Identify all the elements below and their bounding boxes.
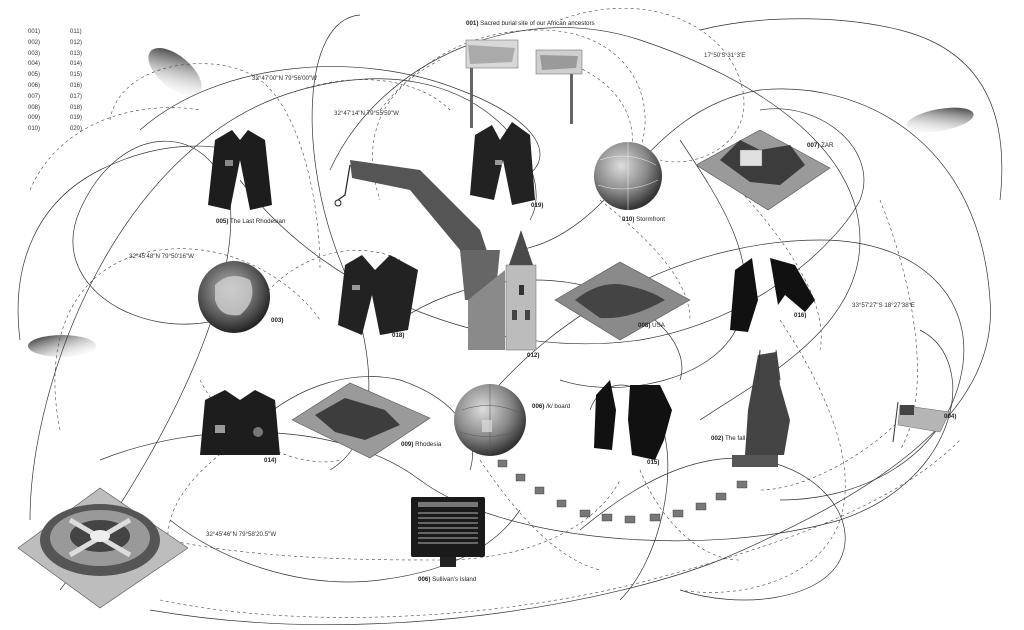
zar-terrain-image [695,129,831,211]
label-text: /k/ board [546,403,571,410]
index-entry: 001) [28,29,41,35]
usa-landscape-image [554,261,691,341]
label-004: 004) [944,413,956,420]
index-entry: 003) [28,50,41,57]
label-number: 004) [944,413,957,420]
label-number: 010) [622,216,635,223]
label-number: 007) [807,142,820,149]
globe-image-003 [198,261,270,333]
index-entry: 020) [70,126,83,133]
label-number: 002) [711,435,724,442]
index-entry: 007) [28,93,41,100]
label-number: 003) [271,317,284,324]
label-015: 015) [647,459,659,466]
index-entry: 009) [28,115,41,122]
label-number: 001) [466,20,479,27]
label-014: 014) [264,457,276,464]
index-entry: 015) [70,72,83,79]
index-entry: 019) [70,115,83,122]
label-number: 016) [794,312,807,319]
burial-site-signs-image [465,39,583,128]
k-board-globe-image [454,384,526,456]
index-entry: 016) [70,82,83,89]
gradient-lens-right [906,107,974,133]
label-number: 019) [531,202,544,209]
stormfront-globe-image [594,142,662,210]
label-006-sullivans-island: 006) Sullivan's Island [418,576,476,583]
historical-marker-image [411,497,485,567]
sculpture-terrain-image [17,487,189,609]
label-number: 009) [401,441,414,448]
label-text: The fall [725,435,746,442]
index-entry: 018) [70,104,83,111]
label-number: 012) [527,352,540,359]
statue-image [732,349,790,467]
label-008: 008) USA [638,322,665,329]
label-006-k-board: 006) /k/ board [532,403,570,410]
label-text: Sullivan's Island [432,576,477,583]
flag-image [892,401,951,443]
label-number: 006) [532,403,545,410]
label-text: USA [652,322,665,329]
label-text: Rhodesia [415,441,442,448]
coordinate-label: 17°50'S 31°3'E [704,52,746,59]
index-entry: 010) [28,126,41,133]
label-019: 019) [531,202,543,209]
label-number: 006) [418,576,431,583]
index-entry: 012) [70,39,83,46]
church-image [468,230,537,351]
jacket-image-016 [730,258,815,332]
jacket-image-018 [338,255,418,335]
index-entry: 002) [28,39,41,46]
label-number: 005) [216,218,229,225]
gradient-lens-left [28,335,96,357]
label-text: ZAR [821,142,834,149]
label-text: Stormfront [636,216,666,223]
index-entry: 011) [70,29,82,35]
coordinate-label: 32°47'00"N 79°56'00"W [252,75,318,82]
index-entry: 004) [28,61,41,68]
coordinate-label: 32°45'46"N 79°58'20.5"W [206,531,277,538]
index-entry: 005) [28,72,41,79]
label-016: 016) [794,312,806,319]
label-005: 005) The Last Rhodesian [216,218,285,225]
label-012: 012) [527,352,539,359]
label-text: Sacred burial site of our African ancest… [480,20,595,27]
label-002: 002) The fall [711,435,745,442]
coordinate-label: 33°57'27"S 18°27'38"E [852,302,915,309]
flags-row-image [497,459,748,524]
jacket-image-014 [200,390,280,455]
jacket-image-005 [208,130,272,210]
label-010: 010) Stormfront [622,216,665,223]
coordinate-label: 32°45'48"N 79°50'16"W [129,253,195,260]
label-number: 015) [647,459,660,466]
index-column-1: 001) 002) 003) 004) 005) 006) 007) 008) … [28,27,40,135]
label-007: 007) ZAR [807,142,834,149]
index-column-2: 011) 012) 013) 014) 015) 016) 017) 018) … [70,27,82,135]
rhodesia-terrain-image [291,382,431,459]
index-entry: 014) [70,61,83,68]
label-018: 018) [392,332,404,339]
label-001: 001) Sacred burial site of our African a… [466,20,595,27]
label-number: 014) [264,457,277,464]
gradient-lens-top [148,48,202,96]
label-number: 018) [392,332,405,339]
index-entry: 008) [28,104,41,111]
index-entry: 017) [70,93,83,100]
label-009: 009) Rhodesia [401,441,441,448]
coordinate-label: 32°47'14"N 79°55'59"W [334,110,400,117]
label-003: 003) [271,317,283,324]
label-number: 008) [638,322,651,329]
jacket-image-015 [594,380,672,460]
index-entry: 013) [70,50,83,57]
index-entry: 006) [28,82,41,89]
jacket-image-019 [470,122,535,205]
label-text: The Last Rhodesian [230,218,286,225]
